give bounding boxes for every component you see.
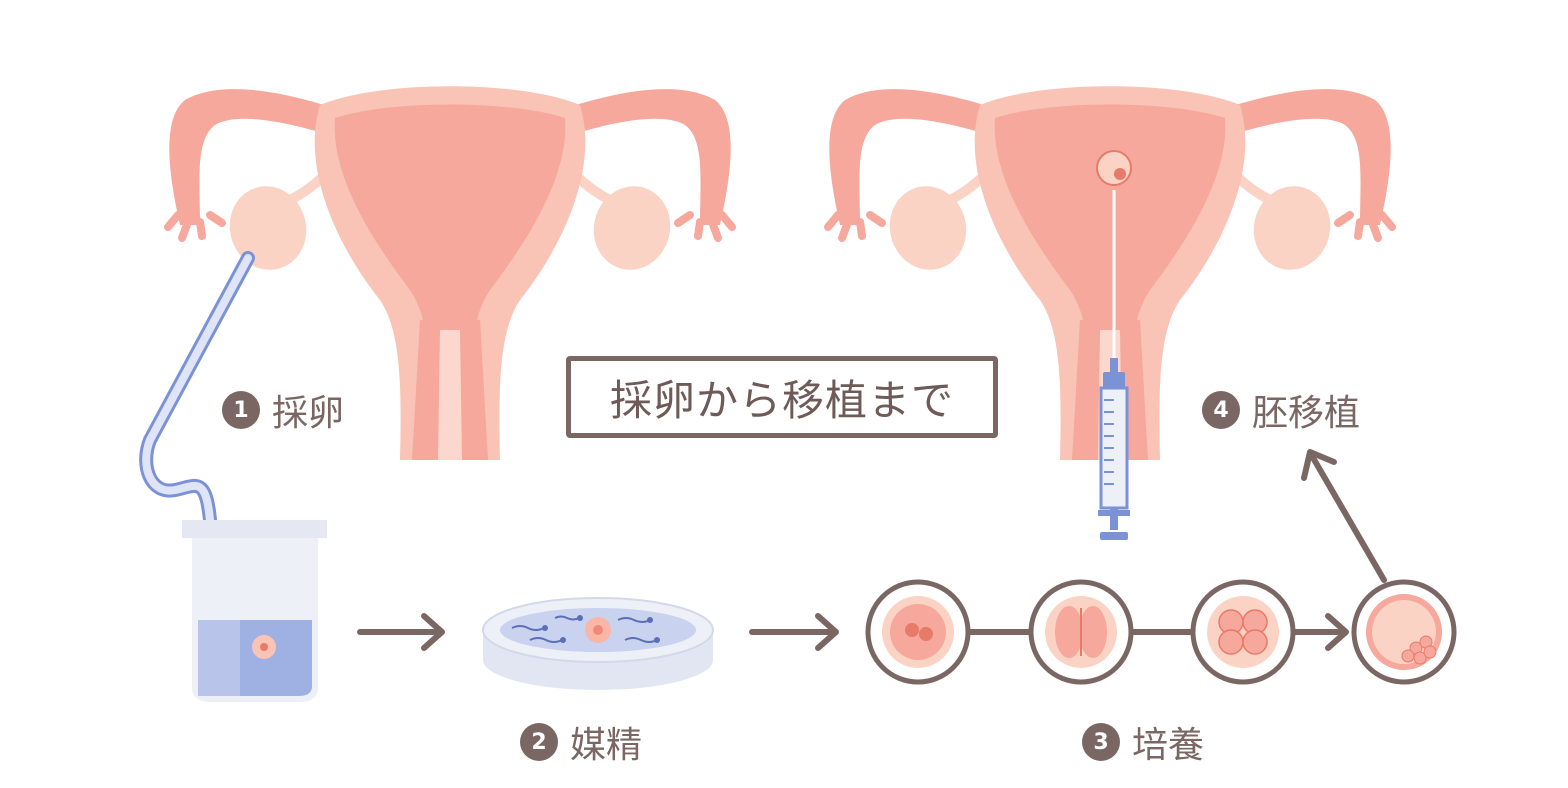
embryo-icon-1 (865, 579, 971, 685)
step-3-number: 3 (1082, 723, 1120, 761)
embryo-icon-4 (1351, 579, 1457, 685)
step-1-text: 採卵 (272, 393, 345, 434)
step-1-label: 1 採卵 (222, 384, 344, 436)
step-4-number: 4 (1202, 391, 1240, 429)
step-3-text: 培養 (1132, 725, 1205, 766)
pipette-icon (139, 251, 255, 567)
step-4-text: 胚移植 (1252, 393, 1361, 434)
step-3-label: 3 培養 (1082, 716, 1204, 768)
uterus-icon-left (164, 86, 736, 460)
step-1-number: 1 (222, 391, 260, 429)
step-2-number: 2 (520, 723, 558, 761)
embryo-icon-3 (1190, 579, 1296, 685)
diagram-title: 採卵から移植まで (566, 356, 998, 438)
arrow-icon-3 (1301, 449, 1387, 583)
arrow-icon-1 (357, 613, 445, 651)
step-2-label: 2 媒精 (520, 716, 642, 768)
beaker-icon (182, 520, 327, 702)
petri-dish-icon (482, 597, 714, 690)
step-2-text: 媒精 (570, 725, 643, 766)
embryo-icon-2 (1028, 579, 1134, 685)
arrow-icon-2 (749, 613, 839, 651)
step-4-label: 4 胚移植 (1202, 384, 1360, 436)
syringe-icon (1098, 358, 1130, 540)
embryo-sequence (865, 449, 1457, 685)
uterus-icon-right (824, 86, 1396, 460)
